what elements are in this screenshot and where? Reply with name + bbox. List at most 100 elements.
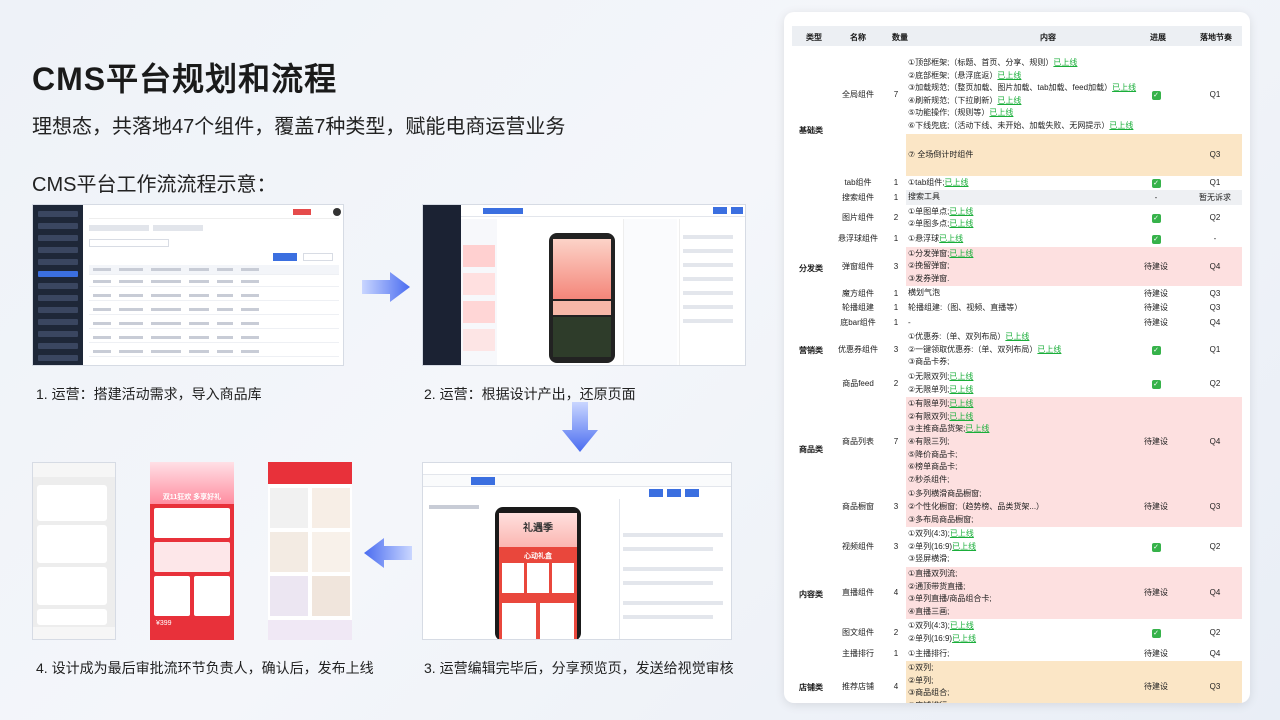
schedule: Q1 [1209, 345, 1221, 355]
online-link[interactable]: 已上线 [1109, 121, 1134, 130]
preview-subtitle: 心动礼盒 [524, 553, 552, 560]
progress-check-icon: ✓ [1136, 344, 1176, 357]
content-line: ③多布局商品橱窗; [908, 514, 973, 527]
online-link[interactable]: 已上线 [949, 399, 974, 409]
phone-preview-2: 礼遇季 心动礼盒 [495, 507, 581, 639]
component-name: 推荐店铺 [842, 682, 874, 692]
component-count: 1 [893, 234, 899, 244]
header-type: 类型 [806, 33, 822, 42]
online-link[interactable]: 已上线 [952, 541, 977, 551]
row-background [906, 190, 1242, 205]
schedule: Q3 [1209, 288, 1221, 298]
online-link[interactable]: 已上线 [1037, 344, 1062, 354]
content-text: ②有限双列; [908, 411, 950, 421]
content-text: ⑤功能操作;（规则等） [908, 108, 990, 118]
content-line: ③主推商品货架;已上线 [908, 423, 989, 436]
online-link[interactable]: 已上线 [1005, 332, 1030, 342]
content-line: ③竖屏横滑; [908, 553, 949, 566]
schedule: Q1 [1209, 89, 1221, 99]
row-background [906, 397, 1242, 488]
category-label: 营销类 [799, 346, 823, 356]
component-count: 1 [893, 648, 899, 658]
category-label: 分发类 [799, 263, 823, 273]
content-line: ④直播三画; [908, 606, 949, 619]
step4-caption: 4. 设计成为最后审批流环节负责人，确认后，发布上线 [36, 660, 374, 676]
content-text: ④有限三列; [908, 437, 950, 446]
online-link[interactable]: 已上线 [952, 634, 977, 643]
component-name: 图文组件 [842, 628, 874, 637]
content-line: ②无限单列;已上线 [908, 384, 973, 397]
check-icon: ✓ [1151, 90, 1161, 100]
online-link[interactable]: 已上线 [939, 234, 964, 243]
online-link[interactable]: 已上线 [949, 411, 974, 421]
check-icon: ✓ [1151, 346, 1161, 356]
content-line: ③商品组合; [908, 687, 949, 700]
schedule: Q4 [1209, 261, 1221, 271]
component-name: 魔方组件 [842, 288, 874, 298]
online-link[interactable]: 已上线 [949, 384, 974, 394]
component-count: 3 [893, 345, 899, 355]
step1-screenshot [32, 204, 344, 366]
component-name: 搜索组件 [842, 192, 874, 202]
component-name: 图片组件 [842, 213, 874, 223]
online-link[interactable]: 已上线 [949, 206, 974, 216]
content-line: ②底部框架;（悬浮底返）已上线 [908, 70, 1021, 83]
progress-check-icon: ✓ [1136, 541, 1176, 554]
content-text: ①多列横滑商品橱窗; [908, 489, 982, 499]
header-content: 内容 [1040, 33, 1056, 42]
online-link[interactable]: 已上线 [949, 248, 974, 258]
arrow-down-icon [562, 402, 598, 452]
progress-check-icon: ✓ [1136, 378, 1176, 391]
check-icon: ✓ [1151, 178, 1161, 188]
content-line: ①有限单列;已上线 [908, 398, 973, 411]
online-link[interactable]: 已上线 [997, 70, 1022, 80]
progress-status: - [1154, 192, 1158, 202]
page-title: CMS平台规划和流程 [32, 61, 338, 97]
online-link[interactable]: 已上线 [1053, 58, 1078, 67]
content-line: ④刷新规范;（下拉刷新）已上线 [908, 95, 1021, 108]
content-text: ③主推商品货架; [908, 424, 966, 434]
component-name: 弹窗组件 [842, 261, 874, 271]
content-line: ②个性化橱窗;（趋势榜、品类货架...） [908, 501, 1044, 514]
content-line: ⑥下线兜底;（活动下线、未开始、加载失败、无网提示）已上线 [908, 120, 1133, 133]
arrow-left-icon [364, 538, 412, 568]
content-line: ①主播排行; [908, 648, 949, 661]
online-link[interactable]: 已上线 [949, 529, 974, 539]
component-count: 4 [893, 588, 899, 598]
schedule: Q4 [1209, 437, 1221, 447]
content-text: ②挽留弹窗; [908, 261, 950, 271]
component-count: 4 [893, 682, 899, 692]
header-progress: 进展 [1150, 33, 1166, 42]
online-link[interactable]: 已上线 [965, 424, 990, 434]
component-name: 全局组件 [842, 89, 874, 99]
content-text: ①悬浮球 [908, 234, 940, 243]
check-icon: ✓ [1151, 629, 1161, 638]
content-text: ②单列(16:9) [908, 541, 953, 551]
content-line: ③发券弹窗. [908, 273, 949, 286]
online-link[interactable]: 已上线 [949, 372, 974, 381]
schedule: Q3 [1209, 149, 1221, 159]
step4-chat-screenshot [32, 462, 116, 640]
online-link[interactable]: 已上线 [949, 621, 974, 631]
step2-caption: 2. 运营：根据设计产出，还原页面 [424, 386, 636, 402]
component-name: 商品列表 [842, 437, 874, 447]
online-link[interactable]: 已上线 [997, 95, 1022, 105]
content-line: ①双列(4:3);已上线 [908, 528, 974, 541]
component-count: 3 [893, 542, 899, 552]
online-link[interactable]: 已上线 [989, 108, 1014, 118]
content-text: ①分发弹窗; [908, 248, 950, 258]
online-link[interactable]: 已上线 [949, 219, 974, 229]
content-text: ①顶部框架;（标题、首页、分享、规则） [908, 58, 1054, 67]
check-icon: ✓ [1151, 235, 1161, 245]
component-name: 商品feed [842, 378, 874, 388]
step3-caption: 3. 运营编辑完毕后，分享预览页，发送给视觉审核 [424, 660, 734, 676]
row-background [906, 133, 1242, 176]
component-count: 3 [893, 502, 899, 512]
content-text: ②个性化橱窗;（趋势榜、品类货架...） [908, 502, 1045, 511]
page-subtitle: 理想态，共落地47个组件，覆盖7种类型，赋能电商运营业务 [32, 116, 566, 138]
content-text: ③商品组合; [908, 688, 950, 698]
progress-status: 待建设 [1144, 288, 1168, 298]
step2-screenshot [422, 204, 746, 366]
online-link[interactable]: 已上线 [1112, 83, 1137, 93]
online-link[interactable]: 已上线 [944, 177, 969, 187]
